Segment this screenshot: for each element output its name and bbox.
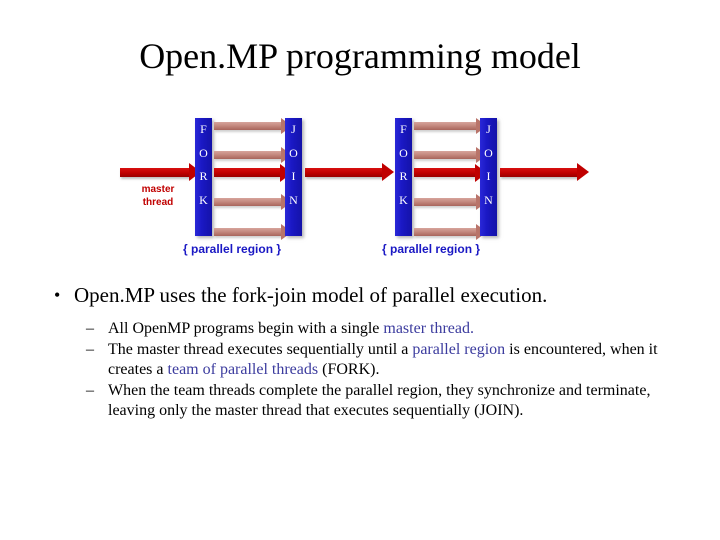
- master-thread-label-line2: thread: [142, 197, 174, 208]
- bullet-level1: • Open.MP uses the fork-join model of pa…: [48, 282, 668, 309]
- fork-letter: R: [199, 169, 208, 184]
- parallel-region-label-2: { parallel region }: [382, 242, 481, 256]
- highlighted-term: team of parallel threads: [167, 361, 319, 378]
- bullet-marker: •: [54, 285, 61, 305]
- bullet-marker: –: [86, 340, 94, 358]
- fork-letter: F: [200, 122, 207, 136]
- sequential-arrow-middle: [305, 163, 394, 181]
- thread-arrow: [414, 146, 487, 163]
- join-letter: I: [486, 169, 491, 184]
- master-thread-label-line1: master: [141, 184, 175, 195]
- join-letter: J: [291, 122, 296, 136]
- thread-arrow-master: [414, 163, 487, 182]
- fork-letter: K: [199, 192, 208, 207]
- join-letter: O: [289, 145, 298, 160]
- master-thread-arrow: [120, 163, 201, 181]
- sub-bullet-1: – All OpenMP programs begin with a singl…: [86, 319, 668, 340]
- plain-text-run: (FORK).: [318, 361, 380, 378]
- fork-letter: K: [399, 192, 408, 207]
- sub-bullet-2: – The master thread executes sequentiall…: [86, 340, 668, 381]
- fork-bar-2: F O R K: [395, 118, 412, 236]
- page-title: Open.MP programming model: [139, 36, 581, 76]
- join-letter: N: [289, 192, 298, 207]
- sub-bullet-list: – All OpenMP programs begin with a singl…: [48, 319, 668, 422]
- highlighted-term: parallel region: [412, 340, 506, 358]
- join-letter: I: [291, 169, 296, 184]
- fork-letter: O: [199, 145, 208, 160]
- bullet-level1-text: Open.MP uses the fork-join model of para…: [74, 283, 548, 307]
- join-bar-2: J O I N: [480, 118, 497, 236]
- fork-letter: F: [400, 122, 407, 136]
- thread-arrow: [414, 117, 487, 134]
- join-letter: N: [484, 192, 493, 207]
- bullet-marker: –: [86, 320, 94, 337]
- highlighted-term: master thread.: [383, 320, 474, 337]
- thread-arrow: [414, 193, 487, 210]
- join-letter: J: [486, 122, 491, 136]
- sequential-arrow-end: [500, 163, 589, 181]
- sub-bullet-1-text: All OpenMP programs begin with a single …: [108, 320, 474, 337]
- join-bar-1: J O I N: [285, 118, 302, 236]
- fork-bar-1: F O R K: [195, 118, 212, 236]
- sub-bullet-3: – When the team threads complete the par…: [86, 381, 668, 422]
- fork-letter: R: [399, 169, 408, 184]
- thread-arrow: [214, 193, 292, 210]
- plain-text-run: is encountered, when it creates a: [108, 340, 658, 379]
- sub-bullet-2-text: The master thread executes sequentially …: [108, 341, 658, 379]
- thread-arrow-master: [214, 163, 292, 182]
- plain-text-run: When the team threads complete the paral…: [108, 381, 651, 420]
- thread-arrow: [214, 223, 292, 240]
- fork-letter: O: [399, 145, 408, 160]
- master-thread-label: master thread: [122, 183, 194, 209]
- thread-arrow: [214, 117, 292, 134]
- fork-join-model-diagram: master thread F O R K J O I N { parallel…: [110, 105, 610, 265]
- plain-text-run: The master thread executes sequentially …: [108, 340, 413, 358]
- slide-body: • Open.MP uses the fork-join model of pa…: [48, 282, 668, 422]
- bullet-marker: –: [86, 381, 94, 399]
- parallel-region-label-1: { parallel region }: [183, 242, 282, 256]
- sub-bullet-3-text: When the team threads complete the paral…: [108, 382, 650, 420]
- thread-arrow: [414, 223, 487, 240]
- thread-arrow: [214, 146, 292, 163]
- join-letter: O: [484, 145, 493, 160]
- plain-text-run: All OpenMP programs begin with a single: [108, 320, 384, 337]
